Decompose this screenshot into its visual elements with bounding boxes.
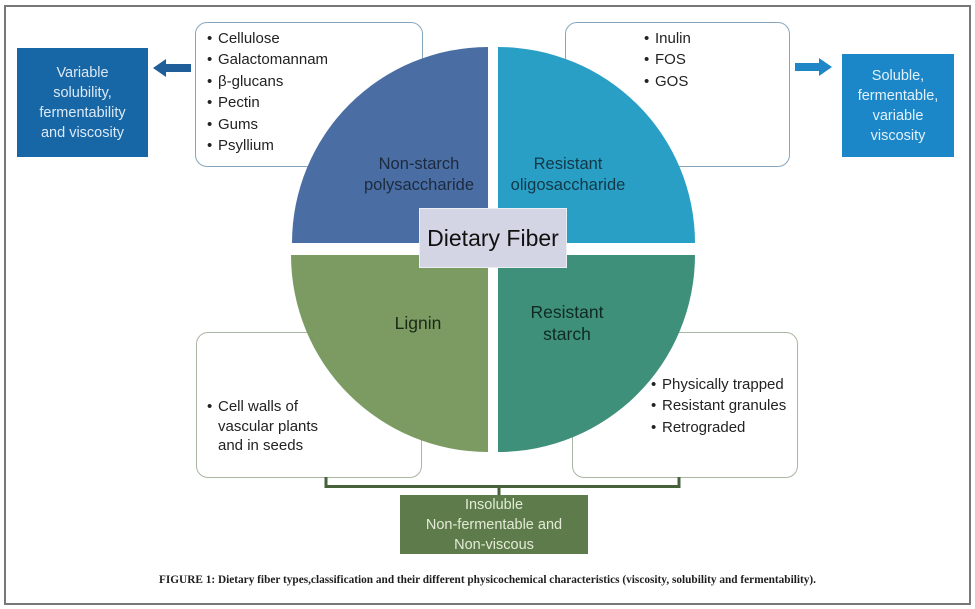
bullet-icon: • — [651, 418, 657, 436]
bullet-icon: • — [207, 115, 213, 133]
examples-list-non-starch: •Cellulose •Galactomannam •β-glucans •Pe… — [207, 28, 328, 156]
property-line: and viscosity — [40, 124, 124, 141]
property-line: Variable — [56, 64, 109, 81]
list-item: •FOS — [644, 49, 691, 70]
list-item: •Physically trapped — [651, 374, 786, 395]
bracket-line — [324, 477, 681, 496]
list-item: •Psyllium — [207, 135, 328, 156]
list-item: •Gums — [207, 114, 328, 135]
examples-list-lignin: • Cell walls of vascular plants and in s… — [207, 397, 318, 456]
property-line: Non-fermentable and — [425, 516, 563, 533]
property-line: variable — [872, 107, 924, 124]
bullet-icon: • — [207, 30, 213, 47]
bullet-icon: • — [651, 376, 657, 393]
arrow-left-shape — [153, 59, 191, 77]
quadrant-label-oligosaccharide: Resistant oligosaccharide — [510, 155, 626, 194]
list-item: •Cellulose — [207, 28, 328, 49]
list-item: • Cell walls of vascular plants and in s… — [207, 398, 319, 455]
list-item: •Inulin — [644, 28, 691, 49]
bullet-icon: • — [651, 397, 657, 415]
property-line: fermentable, — [857, 87, 939, 104]
bullet-icon: • — [207, 94, 213, 112]
figure-caption: FIGURE 1: Dietary fiber types,classifica… — [158, 574, 817, 586]
list-item: •Resistant granules — [651, 395, 786, 416]
quadrant-label-non-starch: Non-starch polysaccharide — [363, 155, 475, 194]
list-item: •Retrograded — [651, 417, 786, 438]
bullet-icon: • — [207, 72, 213, 90]
property-line: fermentability — [39, 104, 126, 121]
examples-list-oligosaccharide: •Inulin •FOS •GOS — [644, 28, 691, 92]
bullet-icon: • — [207, 137, 213, 155]
list-item: •Galactomannam — [207, 49, 328, 70]
property-box-insoluble: Insoluble Non-fermentable and Non-viscou… — [400, 495, 588, 554]
examples-list-resistant-starch: •Physically trapped •Resistant granules … — [651, 374, 786, 438]
bullet-icon: • — [207, 51, 213, 69]
arrow-right-shape — [795, 58, 832, 76]
list-item: •β-glucans — [207, 71, 328, 92]
arrow-left-icon — [153, 59, 191, 77]
property-line: Soluble, — [871, 67, 925, 84]
property-box-soluble: Soluble, fermentable, variable viscosity — [842, 54, 954, 157]
property-line: Non-viscous — [454, 536, 534, 553]
center-label-dietary-fiber: Dietary Fiber — [419, 208, 567, 268]
property-line: viscosity — [870, 127, 926, 144]
center-label-text: Dietary Fiber — [427, 224, 559, 251]
quadrant-label-lignin: Lignin — [394, 313, 442, 333]
bullet-icon: • — [207, 398, 213, 415]
bullet-icon: • — [644, 51, 650, 69]
list-item: •Pectin — [207, 92, 328, 113]
property-line: solubility, — [53, 84, 112, 101]
arrow-right-icon — [795, 58, 832, 76]
bullet-icon: • — [644, 30, 650, 47]
bullet-icon: • — [644, 72, 650, 90]
quadrant-label-resistant-starch: Resistant starch — [530, 302, 604, 344]
list-item: •GOS — [644, 71, 691, 92]
property-box-variable: Variable solubility, fermentability and … — [17, 48, 148, 157]
property-line: Insoluble — [464, 496, 524, 513]
